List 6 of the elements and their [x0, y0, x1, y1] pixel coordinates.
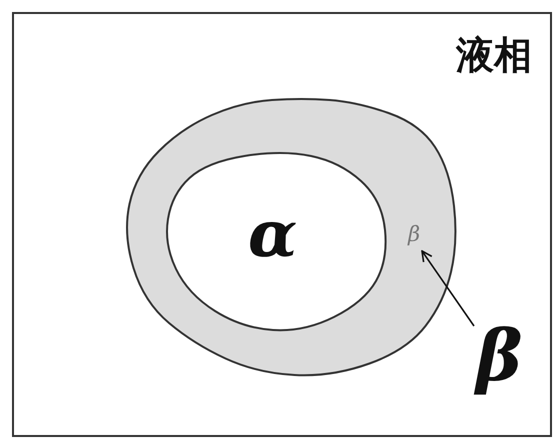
liquid-region-frame	[12, 12, 552, 437]
phase-label: β	[476, 314, 522, 397]
phase-label: α	[248, 197, 298, 272]
leader-arrow	[421, 250, 475, 326]
region-label: 液相	[456, 32, 532, 79]
phase-label: β	[408, 222, 420, 246]
